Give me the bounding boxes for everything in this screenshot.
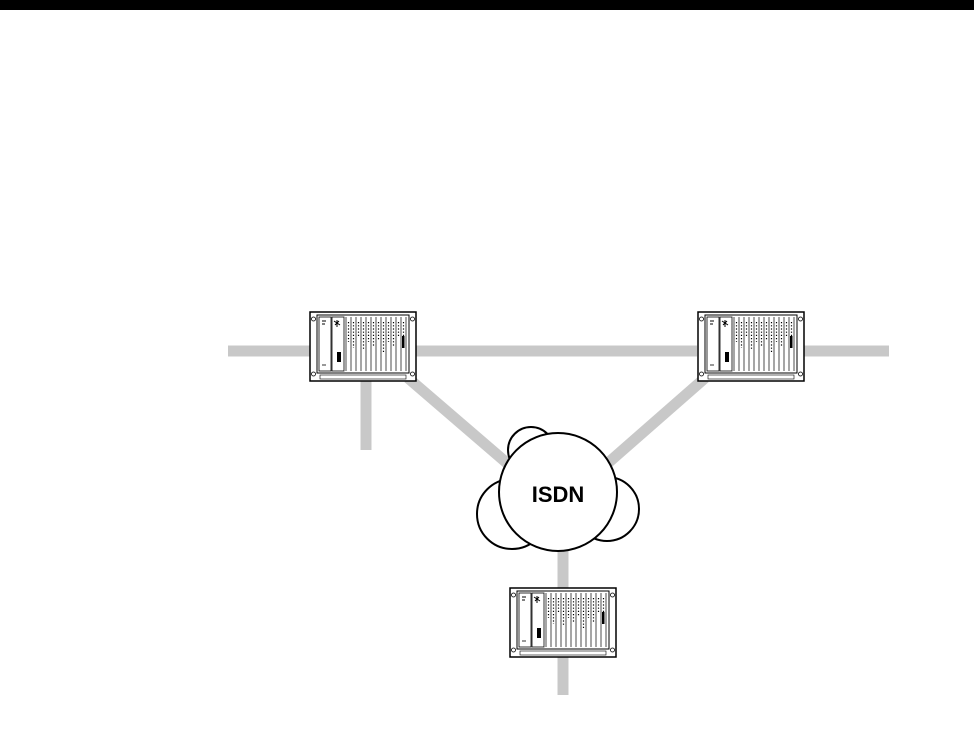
isdn-cloud: ISDN: [477, 427, 639, 551]
link-right-to-cloud: [600, 378, 705, 470]
rack-router-icon: [510, 588, 616, 657]
rack-router-icon: [698, 312, 804, 381]
cloud-label: ISDN: [532, 482, 585, 507]
link-left-to-cloud: [408, 378, 515, 470]
rack-router-icon: [310, 312, 416, 381]
